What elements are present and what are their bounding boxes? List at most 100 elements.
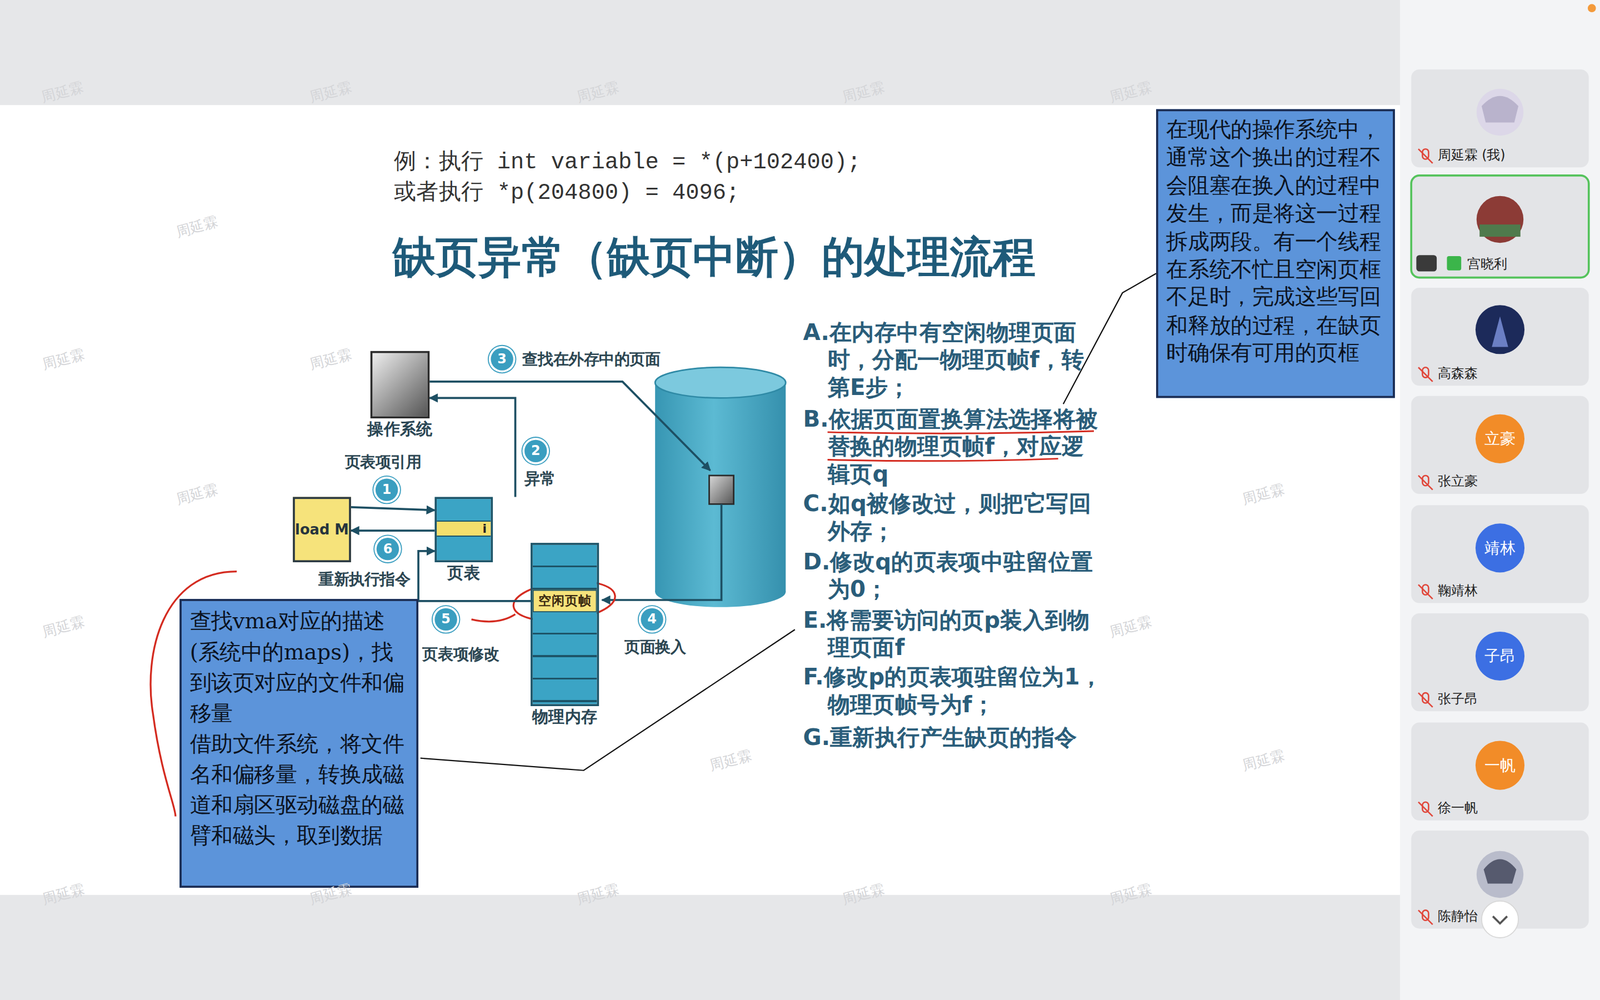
connector: [351, 507, 435, 511]
avatar-image: [1475, 305, 1525, 354]
avatar-initials: 立豪: [1484, 429, 1515, 448]
procedure-step: C.如q被修改过，则把它写回外存；: [803, 490, 1104, 545]
avatar-circle: 立豪: [1475, 414, 1525, 464]
callout-number: 3: [490, 347, 513, 370]
callout-number: 1: [375, 478, 398, 501]
participant-tile: 鞠靖林 靖林: [1411, 505, 1589, 603]
connector: [429, 397, 515, 497]
disk-page: [709, 475, 734, 504]
participant-tile: 高森森: [1411, 287, 1589, 386]
note-callout: 查找vma对应的描述 (系统中的maps)，找到该页对应的文件和偏移量借助文件系…: [179, 598, 419, 888]
note-text: 借助文件系统，将文件名和偏移量，转换成磁道和扇区驱动磁盘的磁臂和磁头，取到数据: [190, 728, 409, 851]
mic-slash: [1418, 802, 1433, 817]
avatar-circle: 子昂: [1475, 631, 1525, 681]
edge-label: 异常: [524, 468, 555, 489]
page-table: i页表: [434, 496, 493, 563]
participant-tile: 张子昂子昂: [1411, 613, 1589, 712]
participant-tile: [1411, 396, 1589, 494]
example-code: 或者执行 *p(204800) = 4096;: [393, 179, 740, 208]
disk-body: [655, 382, 786, 593]
participant-name: 宫晓利: [1467, 256, 1508, 272]
mic-slash: [1418, 475, 1433, 490]
avatar-image: [1476, 196, 1524, 243]
box-text: load M: [295, 520, 349, 539]
participant-panel: [1400, 0, 1600, 1000]
procedure-step: A.在内存中有空闲物理页面时，分配一物理页帧f，转第E步；: [803, 318, 1104, 402]
avatar-image: [1491, 316, 1508, 347]
participant-tile: 陈静怡: [1411, 830, 1589, 929]
note-text: 在现代的操作系统中，通常这个换出的过程不会阻塞在换入的过程中发生，而是将这一过程…: [1166, 116, 1385, 368]
edge-label: 页表项修改: [422, 643, 499, 665]
chevron: [1492, 916, 1508, 924]
box-text: 空闲页帧: [538, 592, 592, 609]
mic-slash: [1418, 584, 1433, 599]
avatar-initials: 子昂: [1484, 646, 1515, 665]
avatar-circle: 靖林: [1475, 523, 1525, 573]
participant-tile: [1411, 69, 1589, 168]
disk-top: [655, 367, 786, 398]
participant-tile: [1411, 722, 1589, 820]
avatar-initials: 一帆: [1484, 756, 1515, 775]
step-label: 查找在外存中的页面: [522, 348, 660, 370]
participant-tile: 徐一帆 一帆: [1411, 722, 1589, 820]
box-heading: 物理内存: [532, 707, 598, 728]
participant-name: 周延霖 (我): [1437, 146, 1506, 163]
callout-number: 5: [434, 608, 457, 631]
note-text: 查找vma对应的描述 (系统中的maps)，找到该页对应的文件和偏移量: [190, 606, 409, 729]
table-entry: i: [482, 520, 488, 537]
mic-slash: [1418, 692, 1433, 708]
note-callout: 在现代的操作系统中，通常这个换出的过程不会阻塞在换入的过程中发生，而是将这一过程…: [1156, 109, 1395, 399]
avatar-image: [1476, 851, 1524, 898]
camera-icon: [1416, 255, 1437, 272]
connector: [351, 529, 435, 532]
mic-slash: [1418, 367, 1433, 382]
box-heading: 操作系统: [367, 419, 433, 440]
free-frame: 空闲页帧: [532, 590, 598, 613]
box-heading: 页表: [447, 563, 480, 584]
scroll-button: [1481, 901, 1519, 938]
disk-bottom: [655, 576, 786, 608]
page-in-arrow: [602, 503, 722, 600]
participant-tile: 周延霖 (我): [1411, 69, 1589, 168]
avatar-image: [1479, 224, 1520, 237]
mic-slash: [1418, 910, 1433, 925]
participant-tile: [1411, 175, 1589, 278]
callout-number: 2: [524, 440, 547, 463]
instruction-box: load M: [292, 496, 352, 563]
mic-slash: [1418, 148, 1433, 164]
participant-tile: 宫晓利: [1411, 175, 1589, 278]
memory-stack: 物理内存空闲页帧: [530, 542, 599, 707]
avatar-image: [1483, 859, 1517, 884]
callout-number: 6: [376, 537, 399, 560]
participant-name: 张立豪: [1437, 473, 1478, 489]
leader-line: [1063, 273, 1157, 404]
edge-label: 重新执行指令: [318, 569, 410, 590]
share-icon: [1446, 256, 1462, 271]
procedure-step: F.修改p的页表项驻留位为1，物理页帧号为f；: [803, 663, 1104, 719]
avatar-initials: 靖林: [1484, 538, 1515, 558]
status-dot: [1587, 3, 1597, 13]
participant-name: 鞠靖林: [1437, 582, 1478, 599]
slide-title: 缺页异常（缺页中断）的处理流程: [392, 231, 1036, 283]
participant-name: 高森森: [1437, 365, 1478, 382]
procedure-step: D.修改q的页表项中驻留位置为0；: [803, 547, 1104, 603]
avatar-circle: 一帆: [1475, 740, 1525, 790]
participant-tile: [1411, 613, 1589, 712]
slide-ground: [0, 105, 1400, 895]
red-annotation: [471, 614, 516, 622]
example-code: 例：执行 int variable = *(p+102400);: [393, 148, 862, 178]
avatar-image: [1481, 96, 1519, 123]
procedure-step: G.重新执行产生缺页的指令: [803, 723, 1104, 752]
lookup-arrow: [429, 381, 710, 471]
participant-tile: 张立豪 立豪: [1411, 396, 1589, 494]
callout-number: 4: [640, 608, 663, 631]
participant-tile: [1411, 505, 1589, 603]
participant-name: 陈静怡: [1437, 908, 1478, 924]
participant-name: 徐一帆: [1437, 800, 1478, 816]
os-box: 操作系统: [370, 351, 430, 419]
participant-tile: [1411, 287, 1589, 386]
edge-label: 页表项引用: [345, 452, 422, 473]
procedure-step: E.将需要访问的页p装入到物理页面f: [803, 606, 1104, 662]
